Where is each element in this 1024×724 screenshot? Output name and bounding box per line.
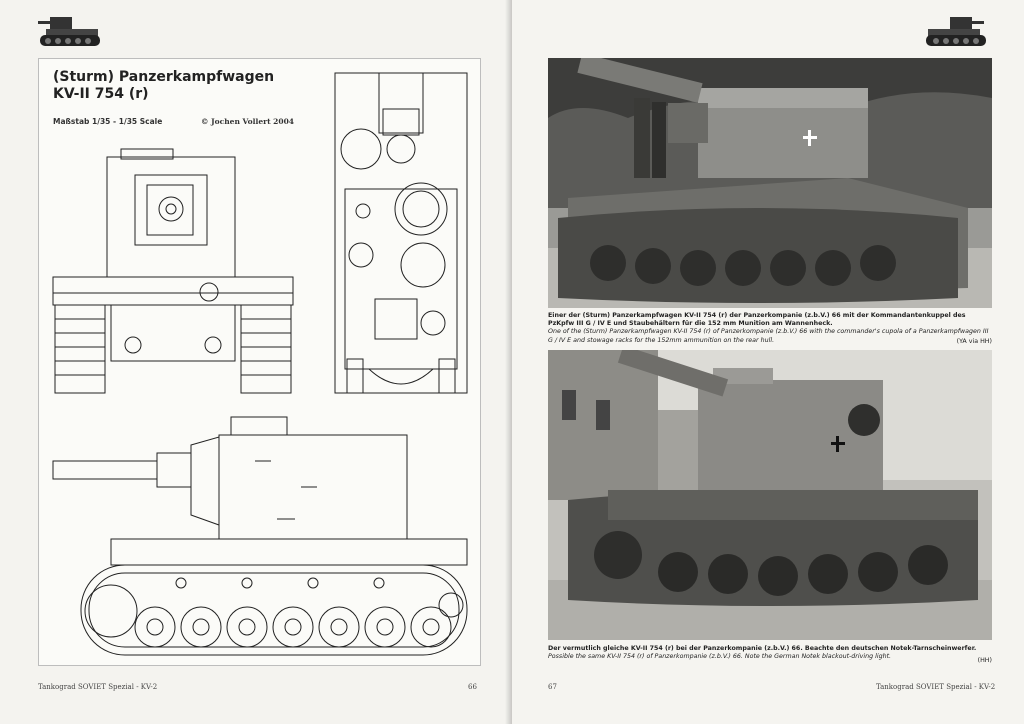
scale-label: Maßstab 1/35 - 1/35 Scale	[53, 117, 163, 126]
caption-bottom-german: Der vermutlich gleiche KV-II 754 (r) bei…	[548, 645, 977, 652]
caption-top-german: Einer der (Sturm) Panzerkampfwagen KV-II…	[548, 312, 966, 328]
caption-bottom-credit: (HH)	[977, 656, 992, 664]
caption-top-credit: (YA via HH)	[956, 337, 992, 345]
side-view-drawing	[52, 416, 468, 656]
top-view-drawing	[334, 72, 468, 394]
caption-top-english: One of the (Sturm) Panzerkampfwagen KV-I…	[548, 328, 989, 344]
tank-logo-icon	[926, 17, 986, 46]
left-footer-title: Tankograd SOVIET Spezial - KV-2	[38, 683, 158, 691]
photo-kv2-bottom	[548, 350, 992, 640]
drawing-title: (Sturm) Panzerkampfwagen KV-II 754 (r)	[53, 69, 274, 103]
caption-bottom: Der vermutlich gleiche KV-II 754 (r) bei…	[548, 645, 992, 665]
left-page-number: 66	[468, 683, 477, 691]
drawing-title-line2: KV-II 754 (r)	[53, 86, 149, 102]
right-page-number: 67	[548, 683, 557, 691]
left-page: (Sturm) Panzerkampfwagen KV-II 754 (r) M…	[0, 0, 512, 724]
technical-drawing: (Sturm) Panzerkampfwagen KV-II 754 (r) M…	[38, 58, 481, 666]
tank-logo-icon	[38, 17, 100, 46]
caption-top: Einer der (Sturm) Panzerkampfwagen KV-II…	[548, 312, 992, 346]
photo-kv2-top	[548, 58, 992, 308]
right-footer-title: Tankograd SOVIET Spezial - KV-2	[876, 683, 996, 691]
copyright-label: © Jochen Vollert 2004	[201, 117, 295, 126]
caption-bottom-english: Possible the same KV-II 754 (r) of Panze…	[548, 653, 892, 661]
drawing-title-line1: (Sturm) Panzerkampfwagen	[53, 69, 275, 85]
front-view-drawing	[52, 148, 294, 394]
